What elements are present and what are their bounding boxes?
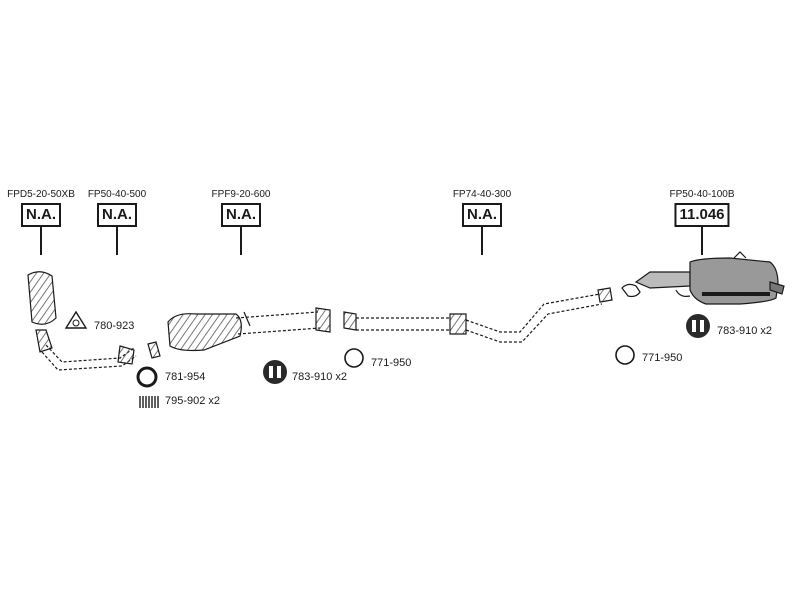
- part-code: FP74-40-300: [452, 189, 512, 200]
- part-code: FPF9-20-600: [211, 189, 271, 200]
- rubber-hanger-icon: [263, 360, 287, 384]
- leader-line: [116, 227, 118, 255]
- part-code: FPD5-20-50XB: [7, 189, 75, 200]
- intermediate-pipe-part: [343, 287, 613, 343]
- leader-line: [240, 227, 242, 255]
- price-box[interactable]: 11.046: [674, 203, 730, 227]
- catalyst-pipe-part: [147, 307, 331, 359]
- price-box[interactable]: N.A.: [21, 203, 61, 227]
- leader-line: [40, 227, 42, 255]
- part-code: FP50-40-100B: [669, 189, 735, 200]
- ring-seal-icon: [344, 348, 364, 368]
- front-pipe-part: [41, 344, 137, 371]
- accessory-label: 783-910 x2: [717, 325, 773, 337]
- leader-line: [481, 227, 483, 255]
- price-box[interactable]: N.A.: [462, 203, 502, 227]
- accessory-label: 783-910 x2: [292, 371, 348, 383]
- accessory-label: 780-923: [94, 320, 135, 332]
- rear-silencer-part: [621, 251, 785, 305]
- accessory-label: 795-902 x2: [165, 395, 221, 407]
- triangle-gasket-icon: [64, 310, 88, 329]
- price-box[interactable]: N.A.: [97, 203, 137, 227]
- accessory-label: 771-950: [371, 357, 412, 369]
- price-box[interactable]: N.A.: [221, 203, 261, 227]
- ring-gasket-icon: [136, 366, 158, 388]
- ring-seal-icon: [615, 345, 635, 365]
- accessory-label: 781-954: [165, 371, 206, 383]
- spring-icon: [139, 396, 159, 408]
- front-manifold-part: [27, 271, 57, 353]
- part-code: FP50-40-500: [87, 189, 147, 200]
- rubber-hanger-icon: [686, 314, 710, 338]
- accessory-label: 771-950: [642, 352, 683, 364]
- leader-line: [701, 227, 703, 255]
